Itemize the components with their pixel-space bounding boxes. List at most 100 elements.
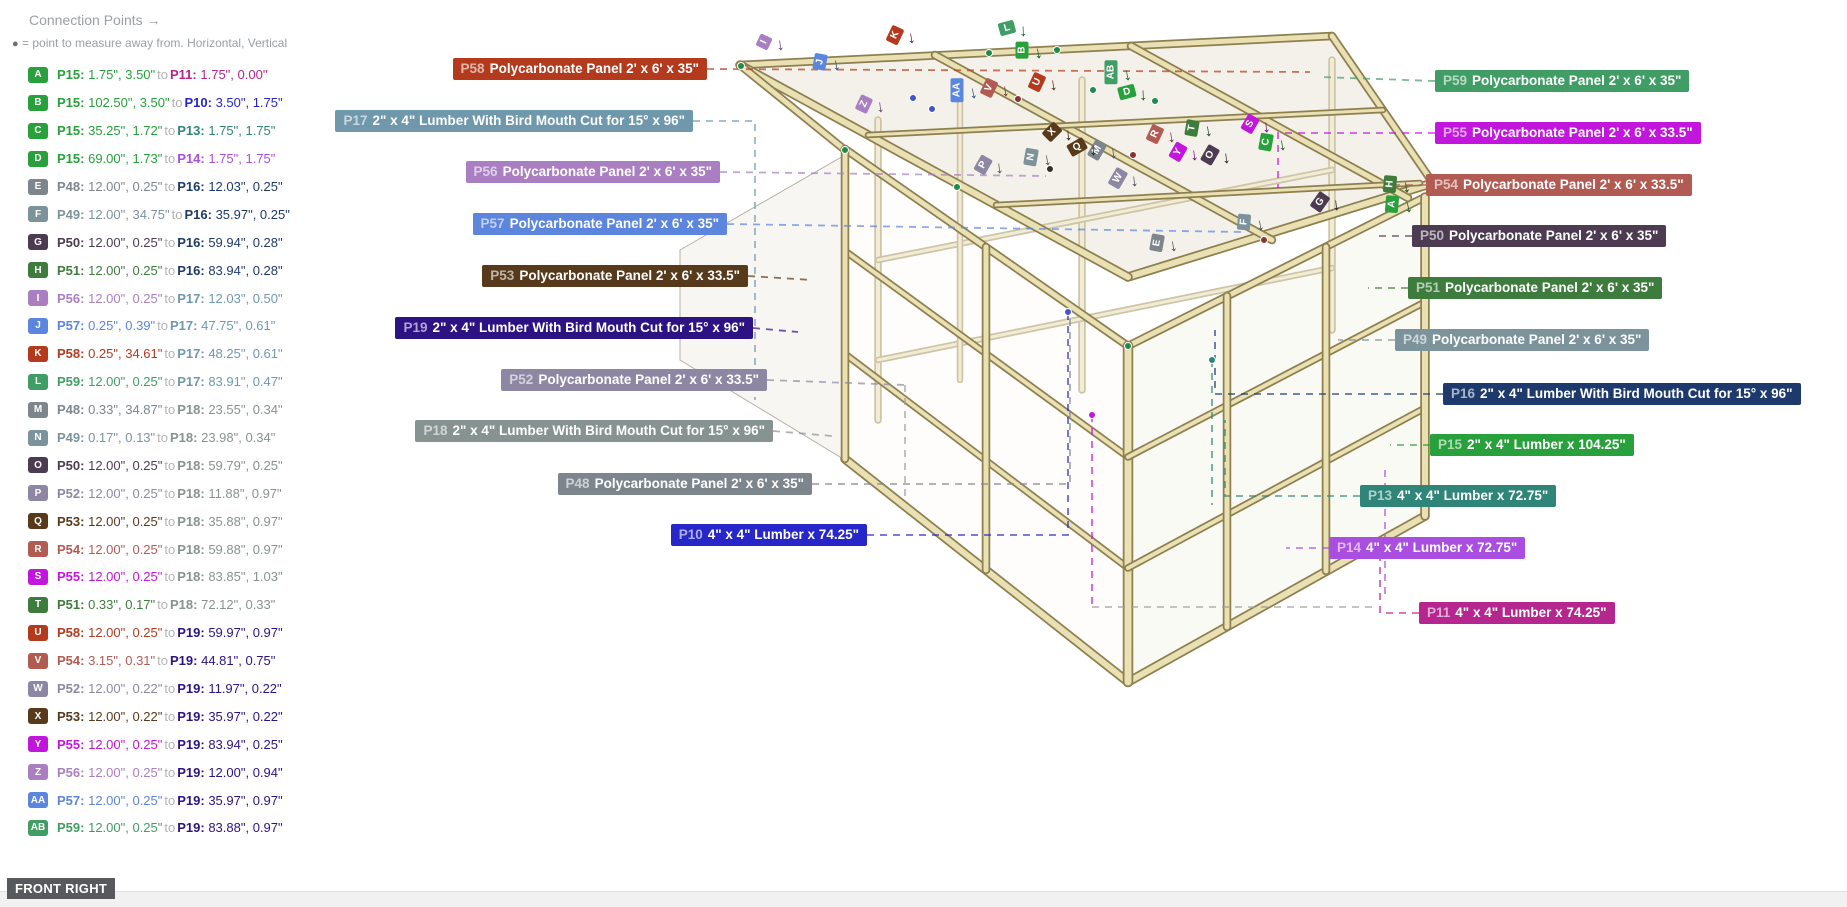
leader-line	[747, 275, 813, 281]
horizontal-scrollbar[interactable]	[0, 891, 1847, 907]
part-label-p56[interactable]: P56 Polycarbonate Panel 2' x 6' x 35"	[465, 161, 720, 183]
connection-letter-badge: R	[28, 541, 48, 558]
lumber-beam	[866, 108, 1385, 137]
part-description: Polycarbonate Panel 2' x 6' x 35"	[502, 164, 712, 179]
part-description: Polycarbonate Panel 2' x 6' x 33.5"	[519, 268, 740, 283]
down-arrow-icon: ↓	[999, 80, 1011, 101]
down-arrow-icon: ↓	[774, 34, 786, 55]
part-label-p53[interactable]: P53 Polycarbonate Panel 2' x 6' x 33.5"	[482, 265, 748, 287]
measure-point-dot	[953, 183, 961, 191]
connection-letter-badge: N	[28, 429, 48, 446]
page-title: Connection Points →	[29, 12, 161, 28]
leader-line	[772, 430, 833, 437]
lumber-beam	[876, 168, 1334, 262]
down-arrow-icon: ↓	[1018, 20, 1028, 41]
connection-letter-badge: I	[28, 290, 48, 307]
part-description: 2" x 4" Lumber With Bird Mouth Cut for 1…	[432, 320, 745, 335]
connection-letter-badge: U	[28, 624, 48, 641]
leader-line	[867, 312, 1069, 536]
part-description: 4" x 4" Lumber x 72.75"	[1397, 488, 1549, 503]
part-label-p19[interactable]: P19 2" x 4" Lumber With Bird Mouth Cut fo…	[395, 317, 753, 339]
connection-letter-badge: P	[28, 485, 48, 502]
measure-point-dot	[1046, 165, 1054, 173]
lumber-beam	[1126, 300, 1427, 459]
part-label-p58[interactable]: P58 Polycarbonate Panel 2' x 6' x 35"	[452, 58, 707, 80]
down-arrow-icon: ↓	[1138, 84, 1148, 105]
connection-letter-badge: Z	[28, 764, 48, 781]
down-arrow-icon: ↓	[1260, 116, 1272, 137]
part-label-p55[interactable]: P55 Polycarbonate Panel 2' x 6' x 33.5"	[1435, 122, 1701, 144]
down-arrow-icon: ↓	[1128, 170, 1140, 191]
legend-text: = point to measure away from. Horizontal…	[22, 36, 288, 50]
connection-letter-badge: K	[28, 345, 48, 362]
part-id: P19	[403, 320, 428, 335]
connection-letter-badge: A	[28, 66, 48, 83]
lumber-beam	[737, 33, 1335, 68]
connection-letter-badge: G	[28, 234, 48, 251]
part-id: P57	[480, 216, 505, 231]
roof-marker-ab: AB	[1104, 59, 1118, 85]
part-description: Polycarbonate Panel 2' x 6' x 35"	[489, 61, 699, 76]
part-id: P59	[1443, 73, 1468, 88]
roof-marker-j: J	[812, 53, 828, 71]
part-description: Polycarbonate Panel 2' x 6' x 33.5"	[1472, 125, 1693, 140]
part-description: 4" x 4" Lumber x 74.25"	[1455, 605, 1607, 620]
roof-marker-a: A	[1384, 194, 1400, 214]
measure-point-dot	[841, 146, 849, 154]
part-id: P53	[490, 268, 515, 283]
view-orientation-label[interactable]: FRONT RIGHT	[7, 878, 116, 899]
connection-letter-badge: AA	[28, 792, 48, 809]
lumber-beam	[1126, 406, 1427, 570]
part-id: P55	[1443, 125, 1468, 140]
part-id: P56	[473, 164, 498, 179]
measure-point-dot-icon: ●	[12, 38, 19, 50]
connection-letter-badge: Q	[28, 513, 48, 530]
measure-point-dot	[1014, 95, 1022, 103]
connection-letter-badge: S	[28, 568, 48, 585]
measure-point-dot	[1151, 97, 1159, 105]
lumber-beam	[1125, 180, 1436, 280]
part-id: P58	[460, 61, 485, 76]
